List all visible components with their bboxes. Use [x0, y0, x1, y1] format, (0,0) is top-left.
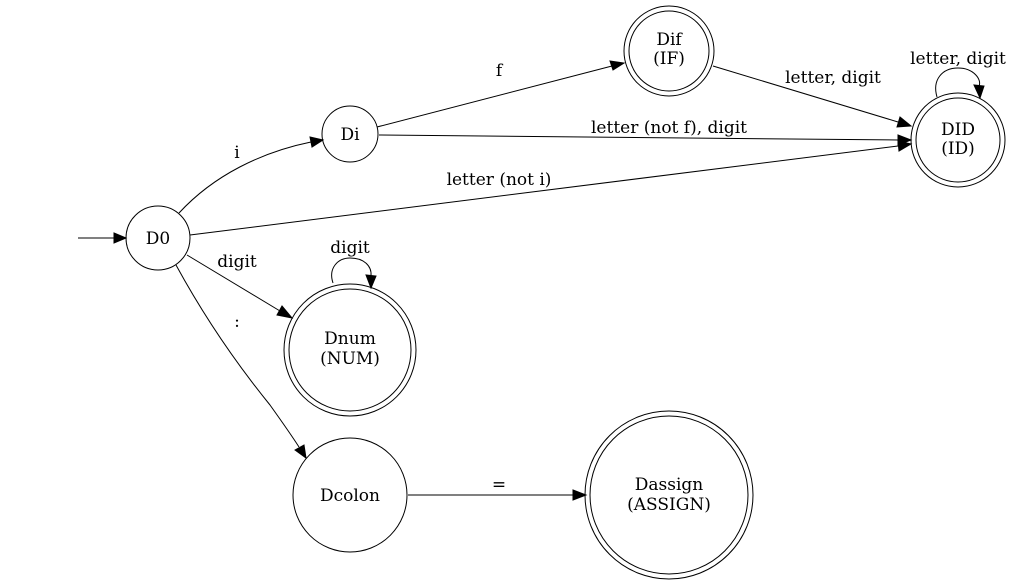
node-sublabel-dnum: (NUM) — [320, 349, 380, 369]
edge-di-dif: f — [376, 60, 626, 128]
node-di: Di — [321, 105, 379, 163]
edge-label-d0-did: letter (not i) — [447, 170, 552, 190]
node-sublabel-dif: (IF) — [653, 49, 685, 69]
node-dnum: Dnum (NUM) — [283, 283, 417, 417]
edge-label-d0-dcolon: : — [234, 312, 240, 332]
edge-label-dcolon-dassign: = — [492, 475, 506, 495]
node-label-dnum: Dnum — [324, 329, 376, 349]
edge-label-dif-did: letter, digit — [785, 68, 881, 88]
node-did: DID (ID) — [910, 92, 1006, 188]
edge-di-did: letter (not f), digit — [378, 118, 913, 146]
edge-d0-dnum: digit — [186, 252, 294, 319]
node-dif: Dif (IF) — [623, 5, 715, 97]
start-arrow — [78, 232, 128, 244]
edge-did-loop: letter, digit — [910, 49, 1006, 100]
node-dassign: Dassign (ASSIGN) — [584, 410, 754, 580]
node-sublabel-dassign: (ASSIGN) — [627, 495, 711, 515]
edge-label-dnum-loop: digit — [330, 238, 370, 258]
edge-d0-did: letter (not i) — [189, 140, 913, 236]
node-dcolon: Dcolon — [292, 437, 408, 553]
node-label-di: Di — [340, 125, 360, 145]
node-label-dif: Dif — [656, 30, 683, 50]
edge-dcolon-dassign: = — [408, 475, 588, 501]
node-label-did: DID — [941, 120, 975, 140]
edge-label-di-dif: f — [496, 61, 504, 81]
node-label-d0: D0 — [146, 229, 170, 249]
edge-label-did-loop: letter, digit — [910, 49, 1006, 69]
node-label-dassign: Dassign — [635, 475, 704, 495]
edge-dif-did: letter, digit — [712, 65, 913, 128]
edge-d0-dcolon: : — [175, 264, 307, 460]
edge-label-d0-dnum: digit — [217, 252, 257, 272]
edge-d0-di: i — [178, 136, 325, 214]
edge-label-di-did: letter (not f), digit — [591, 118, 747, 138]
edge-label-d0-di: i — [234, 143, 240, 163]
node-sublabel-did: (ID) — [941, 139, 975, 159]
node-d0: D0 — [125, 205, 191, 271]
edge-dnum-loop: digit — [330, 238, 377, 290]
node-label-dcolon: Dcolon — [320, 486, 380, 506]
